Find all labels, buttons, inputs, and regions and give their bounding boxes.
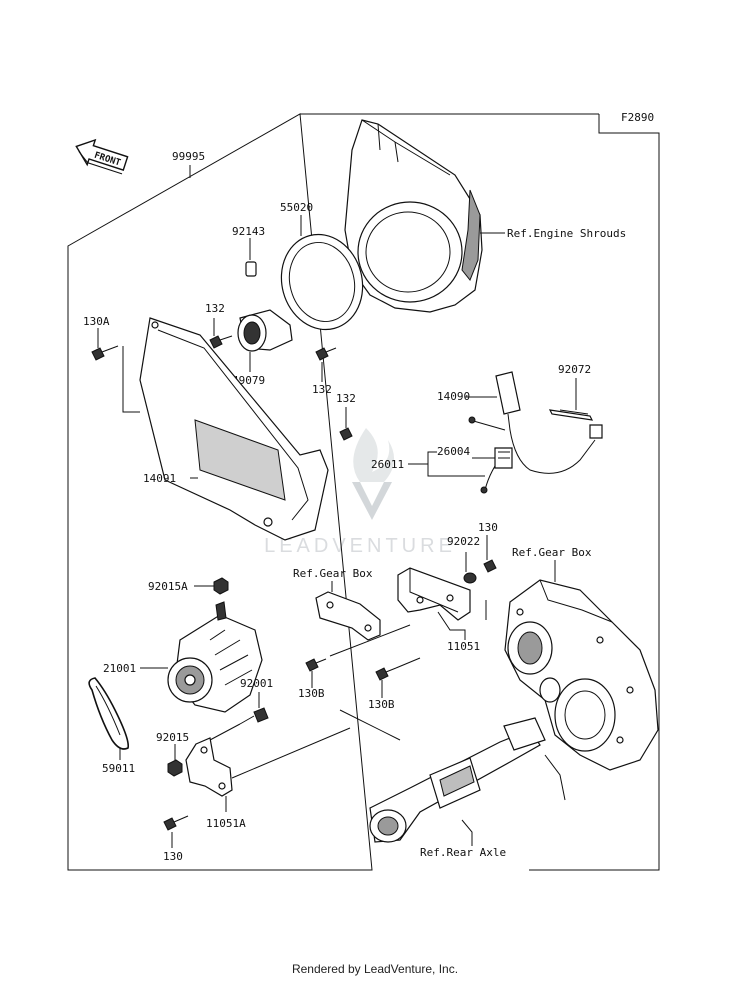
nut-92015 xyxy=(167,759,183,777)
figure-code: F2890 xyxy=(621,111,654,124)
label-14090: 14090 xyxy=(437,390,470,403)
label-11051A: 11051A xyxy=(206,817,246,830)
label-92015A: 92015A xyxy=(148,580,188,593)
bolt-132-mid xyxy=(315,347,337,361)
label-130-top: 130 xyxy=(478,521,498,534)
bolt-130-bottom xyxy=(163,815,189,831)
label-26004: 26004 xyxy=(437,445,470,458)
label-132-right: 132 xyxy=(336,392,356,405)
label-92143: 92143 xyxy=(232,225,265,238)
nut-92015A xyxy=(213,577,229,595)
belt-cover-14091 xyxy=(139,317,329,541)
engine-shroud xyxy=(344,119,483,313)
front-arrow-icon: FRONT xyxy=(75,138,129,175)
label-99995: 99995 xyxy=(172,150,205,163)
label-130B-right: 130B xyxy=(368,698,395,711)
label-21001: 21001 xyxy=(103,662,136,675)
gear-box-bracket-left xyxy=(315,591,381,641)
ref-engine-shrouds: Ref.Engine Shrouds xyxy=(507,227,626,240)
label-14091: 14091 xyxy=(143,472,176,485)
label-92001: 92001 xyxy=(240,677,273,690)
label-132-mid: 132 xyxy=(312,383,332,396)
seal-49079 xyxy=(237,309,293,352)
bolt-132-right xyxy=(339,427,353,441)
bolt-130A xyxy=(91,345,119,361)
belt-59011 xyxy=(88,677,130,750)
ref-gear-box-left: Ref.Gear Box xyxy=(293,567,373,580)
watermark-text: LEADVENTURE xyxy=(264,535,456,557)
bolt-92001 xyxy=(239,707,269,725)
watermark: LEADVENTURE xyxy=(264,428,456,557)
label-92022: 92022 xyxy=(447,535,480,548)
label-11051: 11051 xyxy=(447,640,480,653)
bracket-11051A xyxy=(185,737,233,797)
ref-gear-box-right: Ref.Gear Box xyxy=(512,546,592,559)
label-26011: 26011 xyxy=(371,458,404,471)
gasket-55020 xyxy=(280,233,364,331)
bolt-130B-right xyxy=(375,667,397,681)
alternator-21001 xyxy=(167,601,263,713)
pin-92143 xyxy=(245,261,257,277)
tie-92072 xyxy=(548,409,594,421)
label-55020: 55020 xyxy=(280,201,313,214)
bolt-130B-left xyxy=(305,658,327,672)
wire-harness-26011 xyxy=(468,371,603,494)
ref-rear-axle: Ref.Rear Axle xyxy=(420,846,506,859)
footer-credit: Rendered by LeadVenture, Inc. xyxy=(291,962,459,976)
label-130B-left: 130B xyxy=(298,687,325,700)
bolt-130-top xyxy=(483,559,497,573)
label-59011: 59011 xyxy=(102,762,135,775)
bolt-132-top xyxy=(209,335,233,349)
label-92015: 92015 xyxy=(156,731,189,744)
assembly-frame xyxy=(67,113,660,871)
rear-axle xyxy=(369,717,566,843)
label-130A: 130A xyxy=(83,315,110,328)
gear-box-right xyxy=(504,579,659,771)
label-132-top: 132 xyxy=(205,302,225,315)
bracket-11051 xyxy=(397,567,471,621)
washer-92022 xyxy=(463,572,477,584)
label-130-bottom: 130 xyxy=(163,850,183,863)
label-92072: 92072 xyxy=(558,363,591,376)
